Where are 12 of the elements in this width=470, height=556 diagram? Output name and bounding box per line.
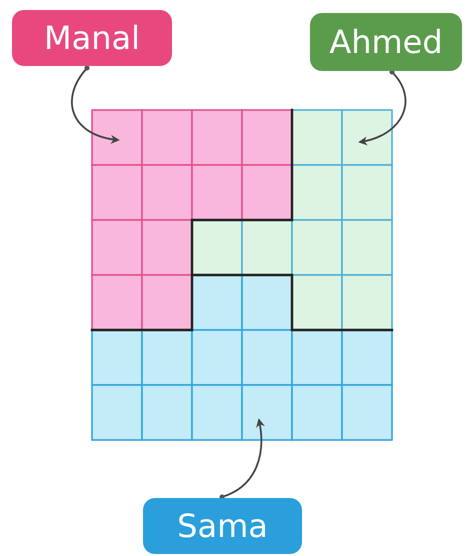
grid-region [91,109,293,331]
name-tag [12,10,172,66]
name-text: Sama [177,510,268,542]
name-text: Ahmed [329,26,443,58]
curved-arrow [219,418,265,500]
name-tag [310,13,462,71]
name-text: Manal [44,22,140,54]
name-tag [143,498,302,554]
curved-arrow [358,69,406,145]
curved-arrow [71,65,120,144]
grid-region [91,274,393,441]
grid-region [191,109,393,331]
